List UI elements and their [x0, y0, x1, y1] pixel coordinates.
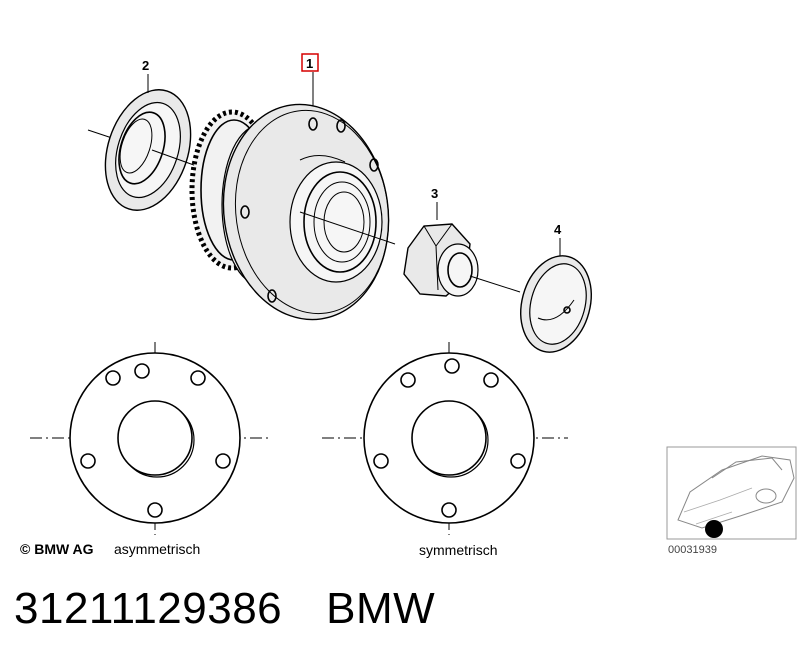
image-code: 00031939 [668, 544, 717, 556]
callout-2: 2 [142, 58, 149, 73]
callout-1-highlight [301, 53, 319, 72]
brand-name: BMW [326, 584, 436, 633]
callout-3: 3 [431, 186, 438, 201]
wheel-hub [189, 103, 390, 321]
seal-ring [87, 89, 231, 211]
asymmetric-flange-view [30, 342, 272, 535]
part-number-line: 31211129386 BMW [14, 584, 435, 634]
asymmetric-label: asymmetrisch [114, 541, 200, 557]
collar-nut [403, 223, 521, 297]
axle-centerline [299, 211, 396, 245]
symmetric-flange-view [322, 342, 568, 535]
grease-cap [520, 255, 592, 353]
symmetric-label: symmetrisch [419, 542, 498, 558]
copyright-text: © BMW AG [20, 541, 94, 557]
part-number: 31211129386 [14, 584, 283, 633]
callout-4: 4 [554, 222, 562, 237]
front-wheel-marker [705, 520, 723, 538]
callout-1: 1 [306, 56, 313, 71]
car-location-thumbnail [666, 446, 797, 540]
